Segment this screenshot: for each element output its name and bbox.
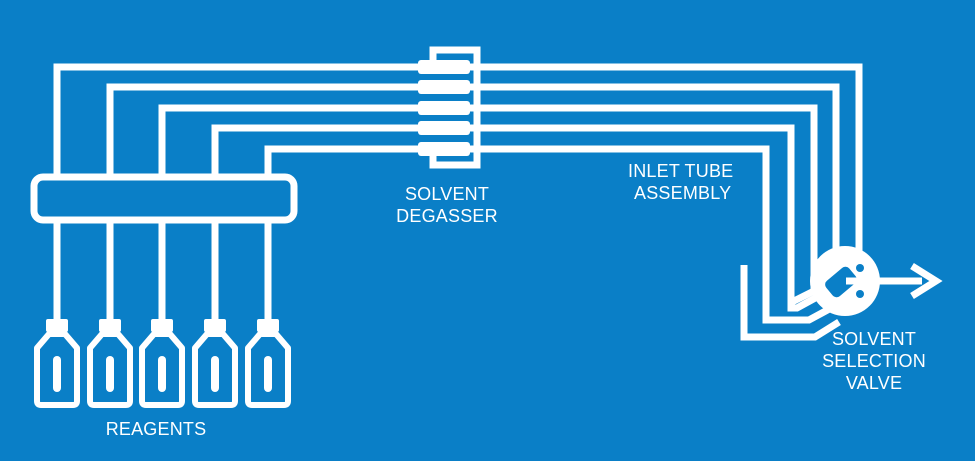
bottle-cap	[46, 319, 68, 332]
inlet-tube-3	[470, 104, 818, 306]
bottle-body	[87, 331, 133, 408]
bottle-cap	[151, 319, 173, 332]
label-valve-line-2: SELECTION	[822, 351, 926, 371]
bottle-inner-tube	[106, 356, 114, 392]
reagent-bottle-icon	[245, 319, 291, 408]
label-inlet-tube-line-1: INLET TUBE	[628, 161, 734, 181]
inlet-tube-1	[470, 63, 863, 260]
inlet-tube-2	[470, 83, 840, 272]
bottle-body	[245, 331, 291, 408]
label-solvent-degasser: SOLVENT DEGASSER	[391, 183, 503, 227]
inlet-tube-4	[470, 124, 819, 312]
label-reagents-text: REAGENTS	[105, 419, 207, 439]
feed-line-3	[158, 104, 418, 180]
reagent-bottle-icon	[192, 319, 238, 408]
label-inlet-tube-assembly: INLET TUBE ASSEMBLY	[628, 160, 733, 204]
selection-valve-icon	[810, 246, 880, 316]
inlet-tube-5	[470, 145, 835, 324]
label-solvent-degasser-line-1: SOLVENT	[404, 184, 490, 204]
degasser-port-2	[418, 80, 470, 94]
label-reagents: REAGENTS	[100, 418, 212, 440]
degasser-port-1	[418, 60, 470, 74]
label-inlet-tube-line-2: ASSEMBLY	[634, 183, 732, 203]
bottle-inner-tube	[53, 356, 61, 392]
bottle-inner-tube	[264, 356, 272, 392]
degasser-port-3	[418, 101, 470, 115]
bottle-body	[34, 331, 80, 408]
inlet-tube-6	[740, 265, 841, 341]
bottle-body	[192, 331, 238, 408]
label-solvent-selection-valve: SOLVENT SELECTION VALVE	[818, 328, 930, 394]
degasser-port-4	[418, 121, 470, 135]
bottle-inner-tube	[158, 356, 166, 392]
reagent-manifold	[30, 173, 298, 224]
degasser-port-5	[418, 142, 470, 156]
label-solvent-degasser-line-2: DEGASSER	[396, 206, 498, 226]
bottle-cap	[99, 319, 121, 332]
reagent-bottle-icon	[139, 319, 185, 408]
reagent-bottles	[34, 319, 291, 408]
feed-line-2	[106, 83, 418, 180]
bottle-body	[139, 331, 185, 408]
degasser-ports	[418, 60, 470, 156]
reagent-bottle-icon	[34, 319, 80, 408]
outlet-arrow-icon	[846, 263, 943, 299]
bottle-cap	[204, 319, 226, 332]
label-valve-line-1: SOLVENT	[831, 329, 917, 349]
feed-line-5	[264, 145, 418, 180]
bottle-inner-tube	[211, 356, 219, 392]
label-valve-line-3: VALVE	[845, 373, 903, 393]
reagent-bottle-icon	[87, 319, 133, 408]
bottle-cap	[257, 319, 279, 332]
feed-line-1	[53, 63, 418, 180]
feed-line-4	[211, 124, 418, 180]
